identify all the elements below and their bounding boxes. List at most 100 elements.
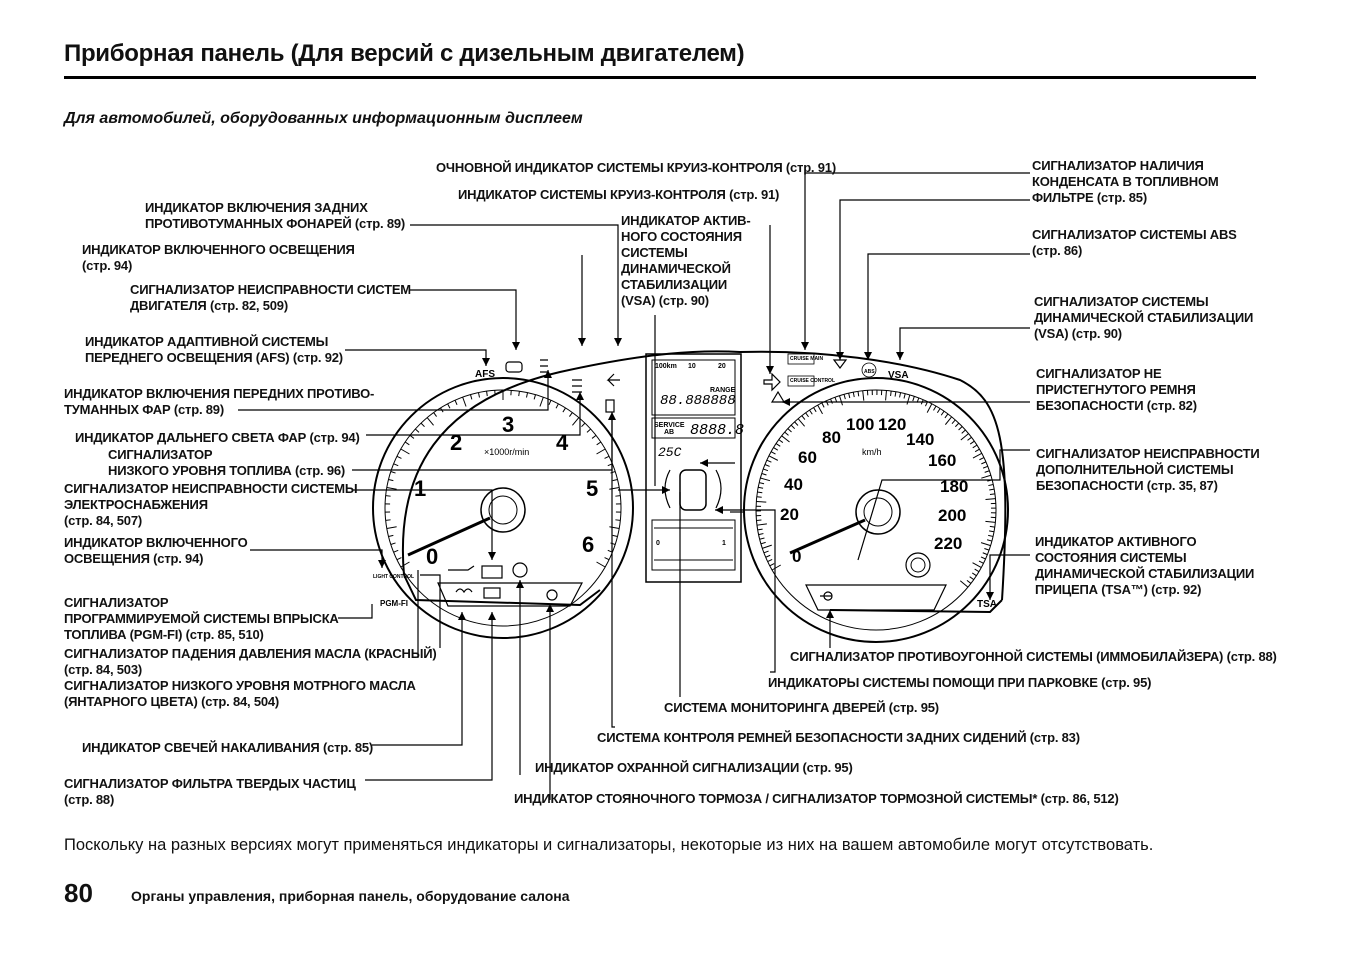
dial-tick [393,549,399,553]
tach-num-5: 5 [586,476,598,501]
callout-cruise-control: ИНДИКАТОР СИСТЕМЫ КРУИЗ-КОНТРОЛЯ (стр. 9… [458,187,779,203]
callout-glow: ИНДИКАТОР СВЕЧЕЙ НАКАЛИВАНИЯ (стр. 85) [82,740,373,756]
dial-tick [813,407,817,413]
dial-tick [400,448,410,455]
callout-line: НОГО СОСТОЯНИЯ [621,229,742,244]
fuel-icon [605,399,615,413]
tach-num-3: 3 [502,412,514,437]
dial-tick [388,534,394,538]
dial-tick [972,562,982,568]
dial-tick [763,550,769,554]
callout-low-fuel: СИГНАЛИЗАТОР НИЗКОГО УРОВНЯ ТОПЛИВА (стр… [108,447,345,479]
dial-tick [763,468,769,472]
dial-tick [985,498,996,501]
dial-tick [848,393,851,399]
dial-tick [604,455,610,459]
callout-line: ИНДИКАТОР ВКЛЮЧЕННОГО [64,535,248,550]
front-fog-icon [540,359,548,373]
dial-tick [426,417,434,426]
dial-tick [830,398,833,404]
dial-tick [834,397,838,403]
dial-tick [756,496,762,498]
callout-line: ДВИГАТЕЛЯ (стр. 82, 509) [130,298,288,313]
dial-tick [989,493,995,496]
dial-tick [981,461,987,465]
dial-tick [988,534,994,537]
dial-tick [612,478,618,482]
dial-tick [885,390,887,401]
dial-tick [984,548,990,551]
dial-tick [386,526,397,529]
dial-tick [773,447,779,451]
dial-tick [958,426,963,431]
dial-tick [989,530,995,533]
callout-lights-on-2: ИНДИКАТОР ВКЛЮЧЕННОГО ОСВЕЩЕНИЯ (стр. 94… [64,535,248,567]
speed-num-40: 40 [784,475,803,494]
pgmfi-label: PGM-FI [380,599,408,608]
callout-line: ТУМАННЫХ ФАР (стр. 89) [64,402,224,417]
speed-num-60: 60 [798,448,817,467]
dial-tick [771,564,781,571]
callout-line: ИНДИКАТОР СВЕЧЕЙ НАКАЛИВАНИЯ (стр. 85) [82,740,374,755]
dial-tick [766,459,772,463]
dial-tick [966,579,972,584]
callout-line: БЕЗОПАСНОСТИ (стр. 35, 87) [1036,478,1218,493]
dial-tick [801,415,806,420]
callout-line: (стр. 86) [1032,243,1083,258]
callout-line: ПРИЦЕПА (TSA™) (стр. 92) [1035,582,1202,597]
dial-tick [388,478,394,482]
callout-line: СИГНАЛИЗАТОР НЕИСПРАВНОСТИ СИСТЕМ [130,282,411,297]
callout-line: ИНДИКАТОР ВКЛЮЧЕНИЯ ЗАДНИХ [145,200,368,215]
dial-tick [390,542,396,545]
dial-tick [539,396,544,407]
engine-icon [505,361,523,373]
dial-tick [852,392,855,398]
speed-unit: km/h [862,447,882,457]
dial-tick [591,434,597,439]
callout-vsa-active: ИНДИКАТОР АКТИВ- НОГО СОСТОЯНИЯ СИСТЕМЫ … [621,213,751,309]
dial-tick [954,422,960,428]
callout-tsa: ИНДИКАТОР АКТИВНОГО СОСТОЯНИЯ СИСТЕМЫ ДИ… [1035,534,1254,598]
dial-tick [758,486,764,489]
speed-num-220: 220 [934,534,962,553]
dial-tick [768,455,779,461]
dial-tick [756,500,767,503]
callout-seatbelt: СИГНАЛИЗАТОР НЕ ПРИСТЕГНУТОГО РЕМНЯ БЕЗО… [1036,366,1197,414]
light-control-label: LIGHT CONTROL [373,574,414,580]
callout-oil-pressure: СИГНАЛИЗАТОР ПАДЕНИЯ ДАВЛЕНИЯ МАСЛА (КРА… [64,646,437,678]
oil-can-icon [448,565,475,571]
callout-line: ТОПЛИВА (PGM-FI) (стр. 85, 510) [64,627,264,642]
dial-tick [555,403,559,409]
callout-cruise-main: ОЧНОВНОЙ ИНДИКАТОР СИСТЕМЫ КРУИЗ-КОНТРОЛ… [436,160,836,176]
tach-num-0: 0 [426,544,438,569]
speed-num-140: 140 [906,430,934,449]
speed-num-80: 80 [822,428,841,447]
callout-line: (стр. 84, 503) [64,662,142,677]
callout-line: ДИНАМИЧЕСКОЙ [621,261,731,276]
callout-line: ИНДИКАТОР ДАЛЬНЕГО СВЕТА ФАР (стр. 94) [75,430,360,445]
speed-num-120: 120 [878,415,906,434]
water-in-fuel-icon [832,359,848,369]
callout-line: ПРИСТЕГНУТОГО РЕМНЯ [1036,382,1196,397]
speed-num-20: 20 [780,505,799,524]
dial-tick [906,394,911,405]
dial-tick [989,488,995,491]
cruise-control-label: CRUISE CONTROL [790,378,835,384]
dial-tick [486,391,488,397]
glow-plug-icon [455,588,473,594]
dial-tick [974,448,980,453]
dial-tick [979,457,985,461]
dial-tick [767,558,773,563]
dial-tick [581,422,586,428]
dial-tick [404,441,410,446]
callout-line: КОНДЕНСАТА В ТОПЛИВНОМ [1032,174,1219,189]
callout-line: ИНДИКАТОР ВКЛЮЧЕННОГО ОСВЕЩЕНИЯ [82,242,355,257]
callout-abs: СИГНАЛИЗАТОР СИСТЕМЫ ABS (стр. 86) [1032,227,1237,259]
dial-tick [933,405,937,411]
callout-line: СИГНАЛИЗАТОР ПАДЕНИЯ ДАВЛЕНИЯ МАСЛА (КРА… [64,646,437,661]
dial-tick [596,441,602,446]
dial-tick [393,463,399,467]
callout-line: БЕЗОПАСНОСТИ (стр. 82) [1036,398,1197,413]
callout-line: ПРОТИВОТУМАННЫХ ФОНАРЕЙ (стр. 89) [145,216,406,231]
